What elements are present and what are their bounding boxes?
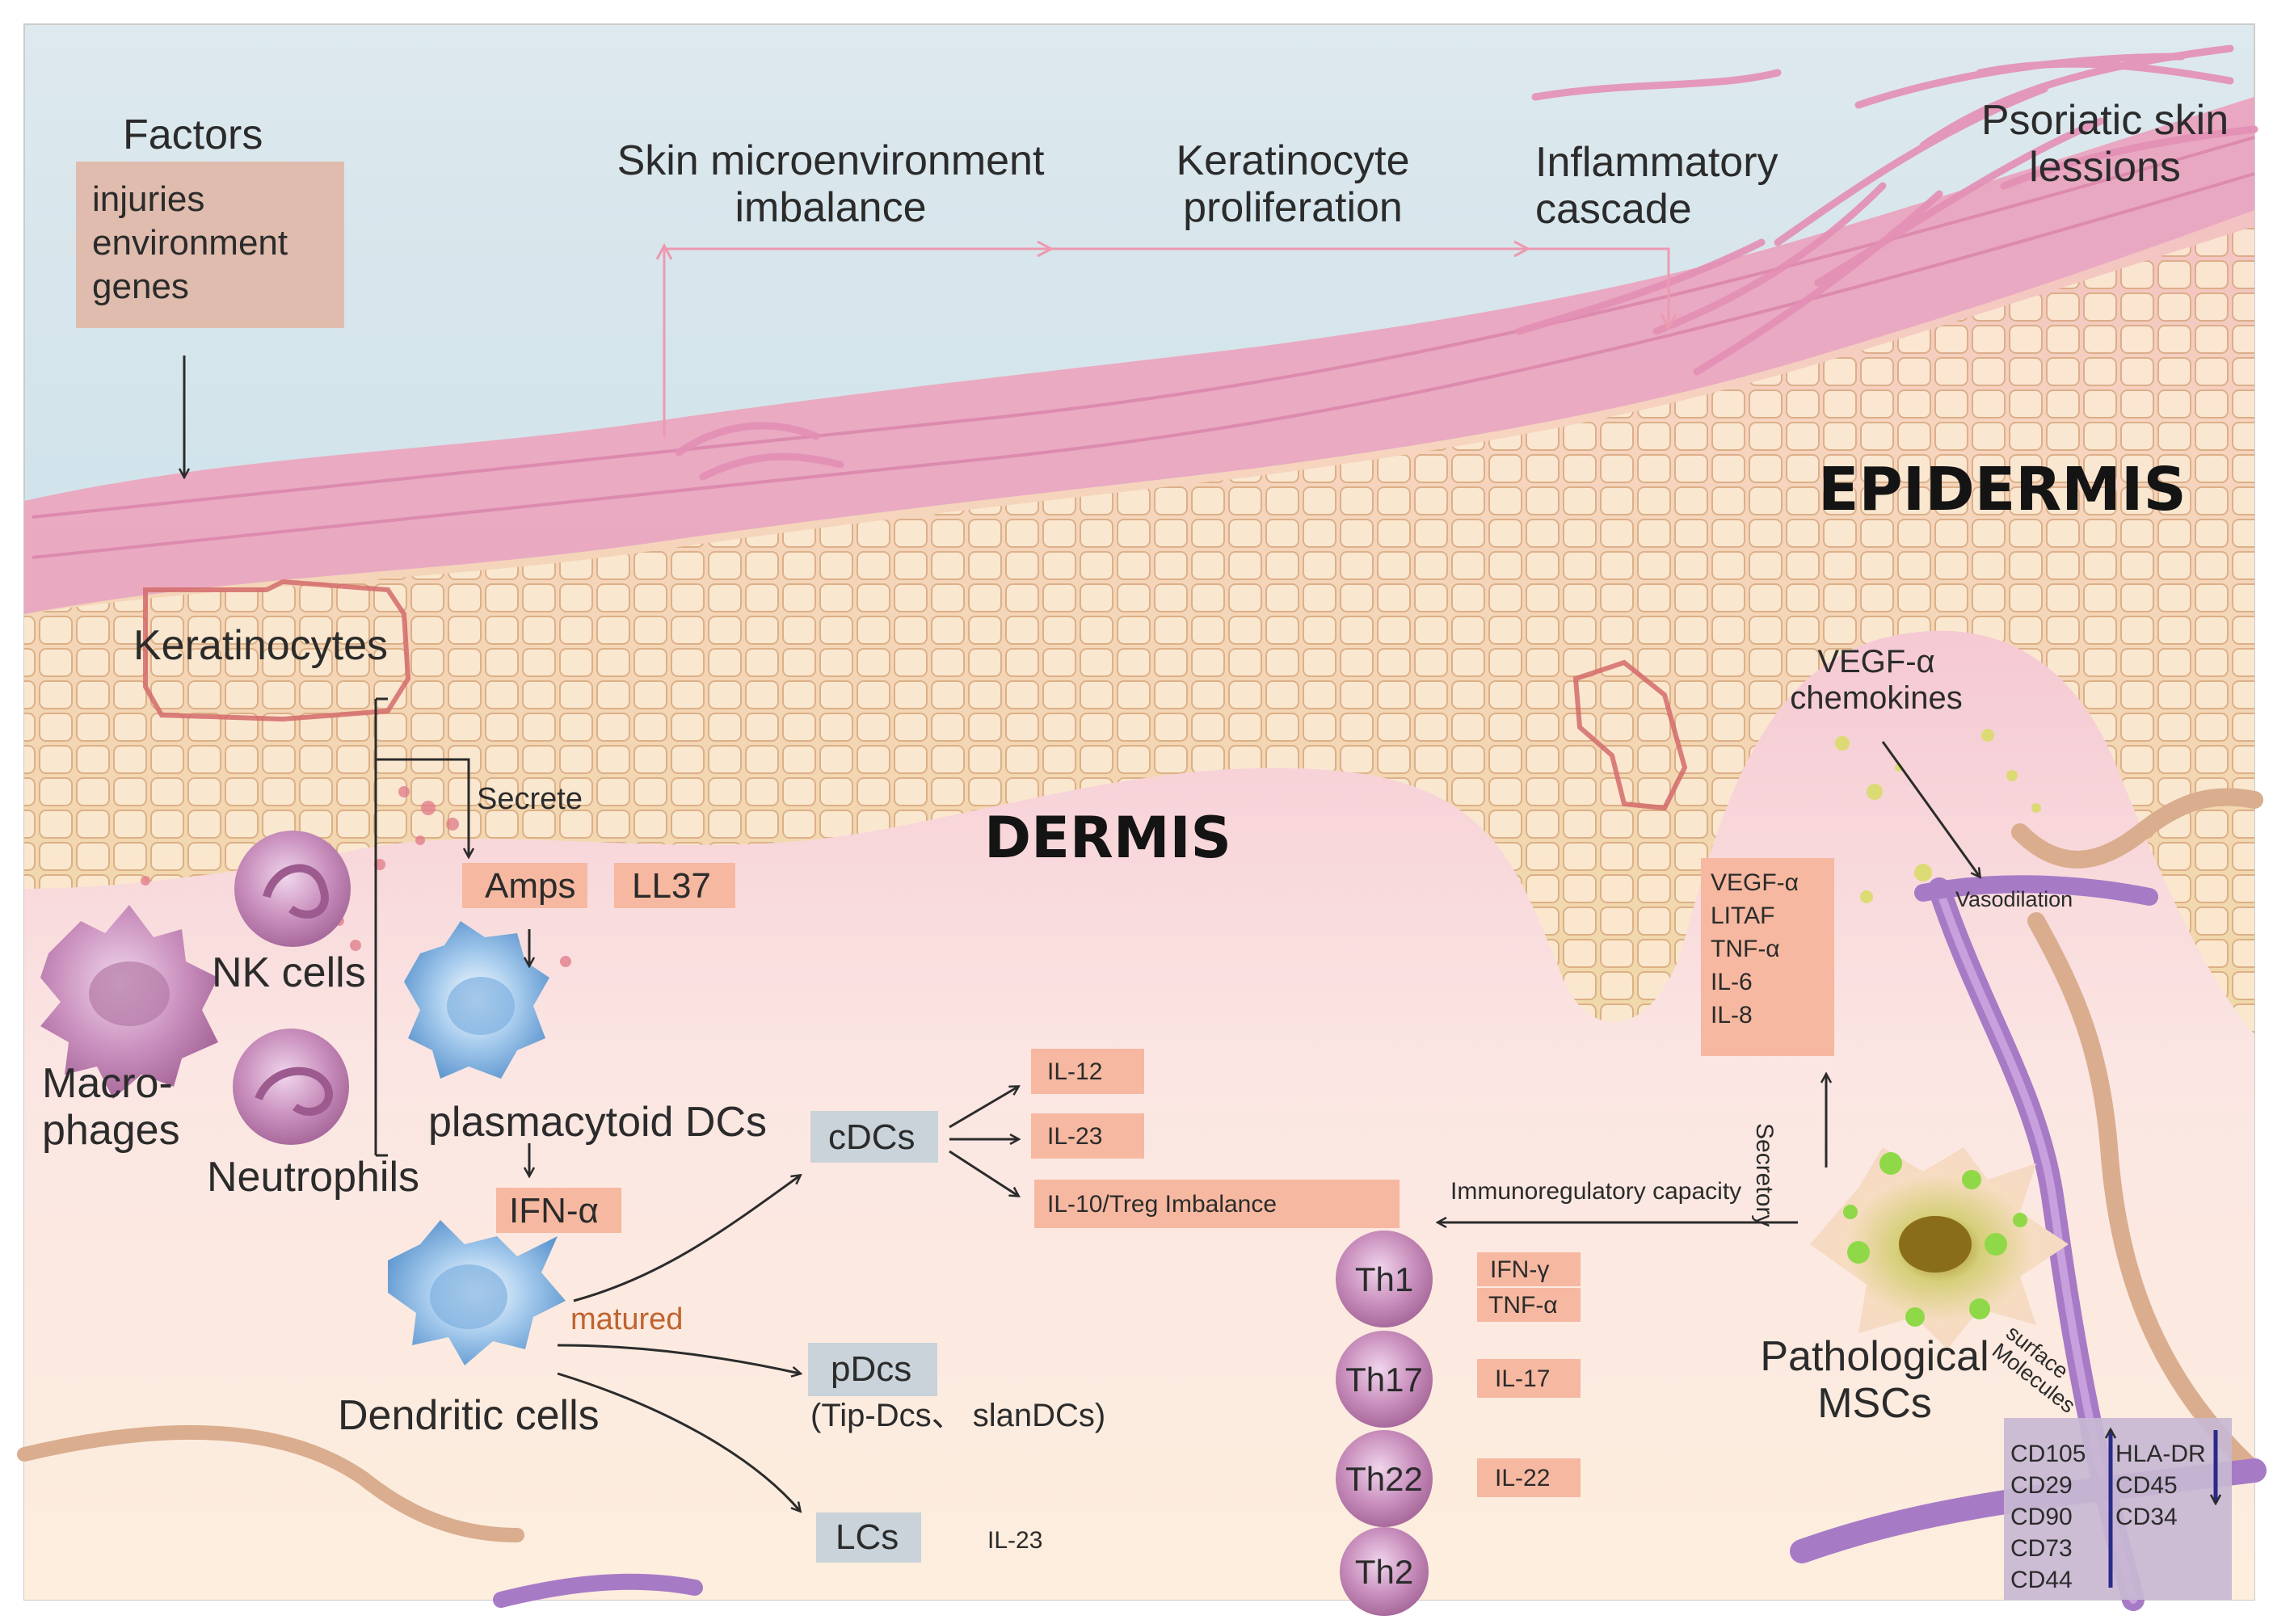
cdcs-text: cDCs	[828, 1117, 916, 1157]
msc-tnfa: TNF-α	[1711, 936, 1780, 962]
th17-il17-box: IL-17	[1477, 1359, 1581, 1398]
flow-step-4-line2: lessions	[2029, 144, 2181, 191]
msc-il6: IL-6	[1711, 969, 1753, 995]
marker-cd73: CD73	[2010, 1535, 2073, 1562]
il23-box: IL-23	[1031, 1113, 1144, 1159]
dendritic-cells-label: Dendritic cells	[338, 1392, 600, 1439]
pdcs-box: pDcs	[808, 1343, 937, 1396]
pdcs-subtypes: (Tip-Dcs、 slanDCs)	[810, 1398, 1106, 1433]
th17-il17-text: IL-17	[1495, 1365, 1551, 1392]
marker-cd44: CD44	[2010, 1567, 2073, 1593]
ifna-box: IFN-α	[496, 1188, 621, 1233]
factors-box: injuries environment genes	[76, 162, 344, 328]
il12-box: IL-12	[1031, 1049, 1144, 1094]
vegf-line: VEGF-α	[1817, 644, 1935, 679]
flow-step-3: Inflammatory cascade	[1535, 139, 1778, 233]
macrophages-line1: Macro-	[42, 1060, 173, 1107]
th-cells-group	[1336, 1231, 1433, 1616]
marker-cd105: CD105	[2010, 1441, 2086, 1467]
keratinocytes-label: Keratinocytes	[133, 622, 389, 669]
ll37-box: LL37	[614, 863, 735, 908]
secretory-label: Secretory	[1751, 1123, 1778, 1227]
factors-title: Factors	[123, 111, 263, 158]
factor-genes: genes	[92, 267, 189, 306]
th22-il22-box: IL-22	[1477, 1458, 1581, 1497]
flow-step-2-line1: Keratinocyte	[1176, 137, 1410, 184]
msc-litaf: LITAF	[1711, 902, 1775, 929]
il10-treg-text: IL-10/Treg Imbalance	[1047, 1191, 1278, 1218]
marker-cd90: CD90	[2010, 1504, 2073, 1530]
ifna-text: IFN-α	[509, 1191, 599, 1231]
flow-step-4: Psoriatic skin lessions	[1964, 97, 2246, 191]
lcs-text: LCs	[836, 1517, 899, 1557]
th1-tnfa-text: TNF-α	[1488, 1292, 1558, 1319]
flow-step-2: Keratinocyte proliferation	[1155, 137, 1430, 231]
flow-step-4-line1: Psoriatic skin	[1980, 97, 2229, 144]
il23-text: IL-23	[1047, 1123, 1103, 1150]
ll37-text: LL37	[632, 866, 711, 906]
markers-up-list: CD105 CD29 CD90 CD73 CD44	[2010, 1438, 2086, 1596]
flow-step-1-line1: Skin microenvironment	[617, 137, 1045, 184]
flow-step-3-line1: Inflammatory	[1535, 139, 1778, 186]
marker-panel	[2004, 1418, 2232, 1600]
il10-treg-box: IL-10/Treg Imbalance	[1034, 1180, 1400, 1228]
th17-label: Th17	[1345, 1361, 1423, 1399]
lcs-il23: IL-23	[987, 1527, 1043, 1554]
th22-label: Th22	[1345, 1460, 1423, 1498]
nk-cell	[234, 831, 351, 947]
vegf-chemokines-label: VEGF-α chemokines	[1787, 644, 1965, 717]
neutrophils-label: Neutrophils	[207, 1154, 420, 1201]
th22-il22-text: IL-22	[1495, 1465, 1551, 1491]
marker-cd34: CD34	[2115, 1504, 2178, 1530]
flow-step-3-line2: cascade	[1535, 186, 1692, 234]
msc-label: Pathological MSCs	[1749, 1333, 2000, 1427]
lcs-box: LCs	[816, 1513, 921, 1563]
amps-text: Amps	[485, 866, 576, 906]
macrophages-label: Macro- phages	[42, 1060, 180, 1154]
msc-il8: IL-8	[1711, 1002, 1753, 1029]
immunoregulatory-label: Immunoregulatory capacity	[1450, 1178, 1742, 1205]
nk-cells-label: NK cells	[212, 949, 366, 996]
msc-cell	[1810, 1147, 2069, 1349]
neutrophil-cell	[233, 1029, 349, 1145]
th1-ifng-text: IFN-γ	[1490, 1256, 1550, 1283]
th1-tnfa-box: TNF-α	[1477, 1288, 1581, 1322]
msc-line1: Pathological	[1760, 1333, 1989, 1380]
msc-secreted-box: VEGF-α LITAF TNF-α IL-6 IL-8	[1701, 858, 1834, 1056]
cdcs-box: cDCs	[810, 1111, 938, 1163]
flow-step-2-line2: proliferation	[1183, 184, 1403, 232]
epidermis-label: EPIDERMIS	[1818, 455, 2187, 524]
flow-step-1: Skin microenvironment imbalance	[596, 137, 1065, 231]
marker-cd45: CD45	[2115, 1472, 2178, 1499]
macrophages-line2: phages	[42, 1107, 180, 1155]
factor-injuries: injuries	[92, 179, 205, 219]
th1-ifng-box: IFN-γ	[1477, 1252, 1581, 1286]
factor-environment: environment	[92, 223, 288, 263]
matured-label: matured	[570, 1302, 684, 1336]
dermis-label: DERMIS	[984, 805, 1231, 871]
pdcs-text: pDcs	[831, 1349, 912, 1389]
il12-text: IL-12	[1047, 1058, 1103, 1085]
vasodilation-label: Vasodilation	[1955, 887, 2073, 911]
secrete-label: Secrete	[477, 782, 583, 816]
pdc-label: plasmacytoid DCs	[428, 1099, 768, 1146]
chemokines-line: chemokines	[1790, 679, 1963, 716]
markers-down-list: HLA-DR CD45 CD34	[2115, 1438, 2206, 1533]
marker-hla-dr: HLA-DR	[2115, 1441, 2206, 1467]
marker-cd29: CD29	[2010, 1472, 2073, 1499]
flow-step-1-line2: imbalance	[735, 184, 927, 232]
msc-line2: MSCs	[1817, 1380, 1932, 1428]
amps-box: Amps	[462, 863, 587, 908]
th1-label: Th1	[1354, 1260, 1414, 1298]
th2-label: Th2	[1354, 1553, 1414, 1591]
msc-vegf: VEGF-α	[1711, 869, 1799, 896]
